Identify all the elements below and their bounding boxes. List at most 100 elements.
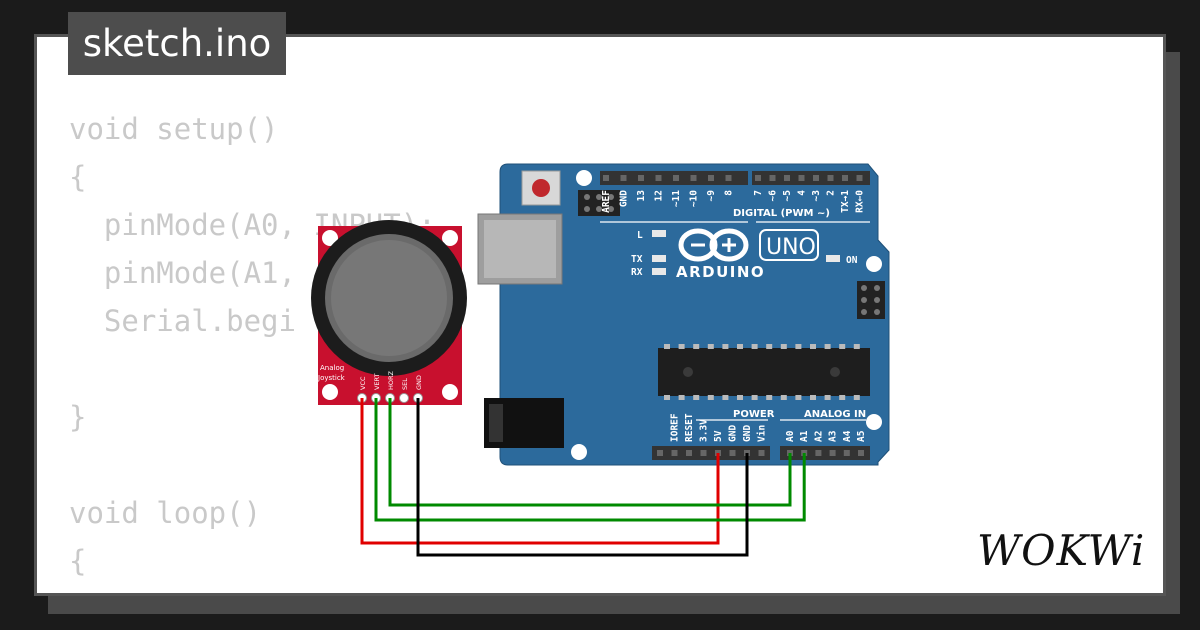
wires (360, 398, 806, 557)
digital-pin-label: TX→1 (840, 190, 851, 213)
led-on: ON (826, 255, 858, 266)
file-tab[interactable]: sketch.ino (68, 12, 286, 75)
mounting-hole (442, 384, 458, 400)
arduino-infinity-logo (678, 228, 749, 262)
analog-pin-label: A1 (799, 430, 810, 442)
digital-pin-label: ~5 (782, 190, 793, 202)
analog-pin[interactable] (843, 450, 850, 456)
chip-pin (795, 395, 802, 400)
analog-pin[interactable] (829, 450, 836, 456)
mounting-hole (322, 384, 338, 400)
led-tx: TX (631, 254, 666, 265)
svg-text:ON: ON (846, 255, 858, 266)
digital-pin[interactable] (755, 175, 761, 181)
analog-pin[interactable] (858, 450, 864, 456)
analog-pin-label: A5 (856, 430, 867, 442)
joystick-pin-label: HORZ (387, 370, 395, 390)
digital-pin[interactable] (827, 175, 834, 181)
power-pin[interactable] (729, 450, 736, 456)
power-pin[interactable] (686, 450, 692, 456)
code-line: } (69, 400, 87, 434)
digital-pin-label: AREF (601, 190, 612, 213)
digital-pin[interactable] (603, 175, 609, 181)
wire-horz[interactable] (388, 398, 792, 507)
svg-text:L: L (637, 230, 643, 241)
analog-pin[interactable] (815, 450, 822, 456)
chip-pin (795, 344, 802, 349)
chip-pin (766, 344, 773, 349)
code-line: void setup() (69, 112, 279, 146)
svg-text:TX: TX (631, 254, 643, 265)
digital-pin[interactable] (638, 175, 644, 181)
icsp-header (578, 190, 620, 216)
atmega-chip (658, 344, 870, 400)
joystick-pin[interactable] (399, 393, 409, 403)
analog-pin-label: A0 (785, 430, 796, 442)
chip-pin (722, 344, 729, 349)
digital-pin[interactable] (620, 175, 627, 181)
digital-pin-label: ~6 (768, 190, 779, 202)
power-pin[interactable] (700, 450, 707, 456)
chip-pin (722, 395, 729, 400)
chip-pin (693, 395, 700, 400)
digital-pin[interactable] (856, 175, 863, 181)
analog-pin-label: A3 (828, 430, 839, 442)
mounting-hole (442, 230, 458, 246)
code-line: { (69, 544, 87, 578)
code-line: void loop() (69, 496, 262, 530)
digital-pin[interactable] (673, 175, 679, 181)
digital-pin-label: 4 (797, 190, 808, 196)
digital-pin[interactable] (784, 175, 790, 181)
power-pin[interactable] (758, 450, 765, 456)
led-l: L (637, 230, 666, 241)
power-pin[interactable] (657, 450, 663, 456)
digital-pin[interactable] (842, 175, 848, 181)
digital-pin-label: ~10 (689, 190, 700, 207)
chip-pin (751, 344, 758, 349)
digital-pin-label: GND (619, 190, 630, 207)
mounting-hole (576, 170, 592, 186)
usb-port (477, 213, 563, 285)
wire-vert[interactable] (374, 398, 806, 522)
digital-pin-label: 2 (826, 190, 837, 196)
chip-pin (751, 395, 758, 400)
power-pin[interactable] (671, 450, 678, 456)
arduino-brand-label: ARDUINO (676, 263, 765, 281)
chip-pin (824, 344, 831, 349)
uno-badge (759, 229, 819, 261)
digital-pin-label: ~3 (811, 190, 822, 202)
joystick-pin-label: SEL (401, 378, 409, 390)
joystick-knob[interactable] (311, 220, 467, 376)
wire-gnd[interactable] (416, 398, 749, 557)
icsp-header-2 (857, 281, 885, 319)
joystick-label: Analog (320, 364, 344, 372)
digital-pin[interactable] (769, 175, 776, 181)
power-pin-label: Vin (757, 425, 768, 442)
power-header-label: POWER (733, 409, 775, 420)
wire-vcc[interactable] (360, 398, 720, 545)
digital-pin[interactable] (725, 175, 732, 181)
digital-header-label: DIGITAL (PWM ~) (733, 208, 830, 219)
mounting-hole (322, 230, 338, 246)
digital-pin[interactable] (813, 175, 819, 181)
svg-text:RX: RX (631, 267, 643, 278)
reset-button[interactable] (521, 170, 561, 206)
chip-pin (853, 395, 860, 400)
digital-pin[interactable] (655, 175, 662, 181)
chip-pin (853, 344, 860, 349)
digital-pin-label: RX←0 (855, 190, 866, 213)
digital-pin-label: 7 (753, 190, 764, 196)
digital-pin[interactable] (708, 175, 714, 181)
digital-pin-label: 12 (654, 190, 665, 201)
digital-pin[interactable] (690, 175, 697, 181)
chip-pin (810, 344, 816, 349)
chip-pin (707, 344, 714, 349)
analog-header-label: ANALOG IN (804, 409, 866, 420)
digital-pin[interactable] (798, 175, 805, 181)
digital-pin-label: 8 (724, 190, 735, 196)
power-pin-label: GND (742, 425, 753, 442)
power-pin-label: IOREF (670, 413, 681, 442)
